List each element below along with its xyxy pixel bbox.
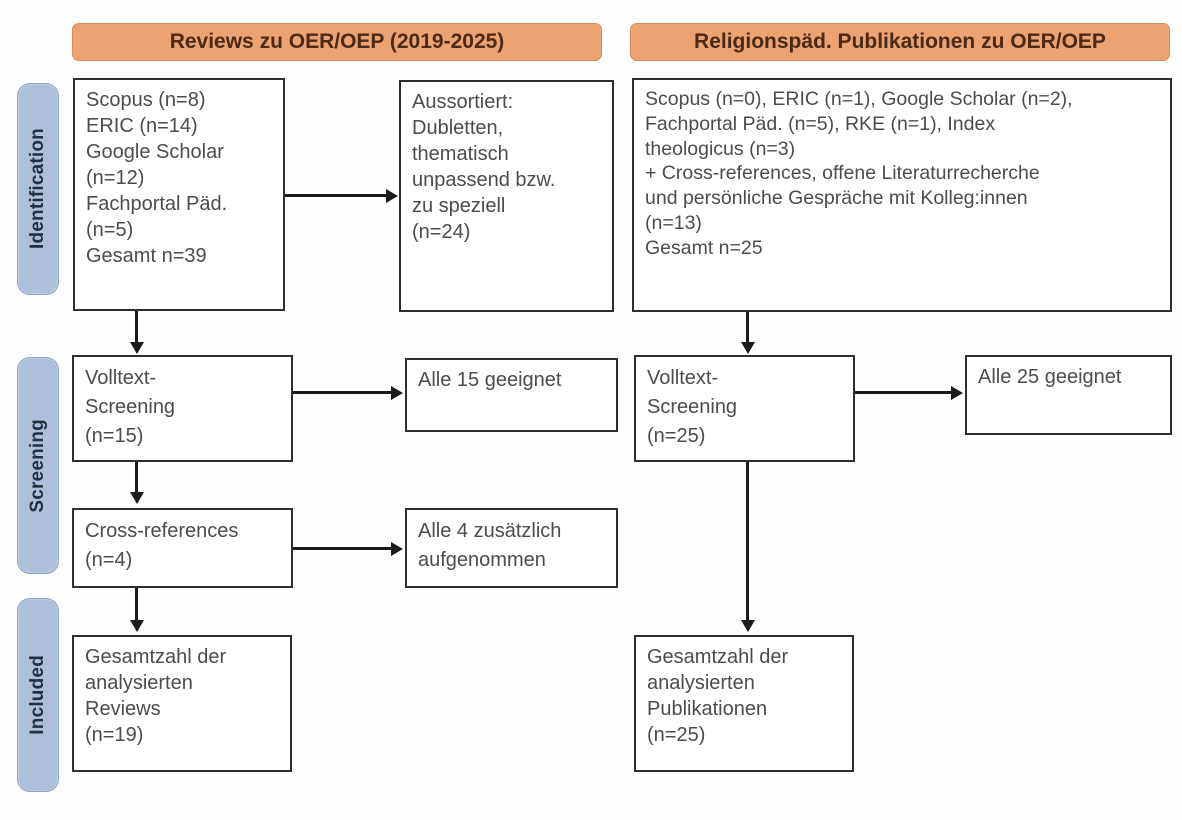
box-left-included-total: Gesamtzahl der analysierten Reviews (n=1… <box>72 635 292 772</box>
column-header-publications: Religionspäd. Publikationen zu OER/OEP <box>630 23 1170 61</box>
box-left-cross-references-result-text: Alle 4 zusätzlich aufgenommen <box>418 520 562 571</box>
box-left-cross-references: Cross-references (n=4) <box>72 508 293 588</box>
arrowhead-left-crossref-to-included <box>130 620 144 632</box>
column-header-publications-text: Religionspäd. Publikationen zu OER/OEP <box>694 30 1106 53</box>
connector-left-fulltext-to-result <box>293 391 392 394</box>
box-left-excluded-text: Aussortiert: Dubletten, thematisch unpas… <box>412 91 556 243</box>
box-left-identification-sources: Scopus (n=8) ERIC (n=14) Google Scholar … <box>73 78 285 311</box>
stage-label-included-text: Included <box>27 655 48 735</box>
box-right-identification-sources: Scopus (n=0), ERIC (n=1), Google Scholar… <box>632 78 1172 312</box>
arrowhead-right-fulltext-to-result <box>951 386 963 400</box>
box-right-fulltext-result-text: Alle 25 geeignet <box>978 366 1122 388</box>
connector-right-sources-to-fulltext <box>746 312 749 344</box>
box-right-fulltext-screening-text: Volltext- Screening (n=25) <box>647 367 738 447</box>
box-right-fulltext-result: Alle 25 geeignet <box>965 355 1172 435</box>
connector-left-crossref-to-included <box>135 588 138 622</box>
column-header-reviews: Reviews zu OER/OEP (2019-2025) <box>72 23 602 61</box>
connector-left-crossref-to-result <box>293 547 392 550</box>
stage-label-included: Included <box>17 598 59 792</box>
stage-label-identification-text: Identification <box>27 128 48 250</box>
box-left-fulltext-result-text: Alle 15 geeignet <box>418 369 562 391</box>
arrowhead-left-fulltext-to-result <box>391 386 403 400</box>
stage-label-identification: Identification <box>17 83 59 295</box>
box-left-fulltext-result: Alle 15 geeignet <box>405 358 618 432</box>
arrowhead-left-sources-to-fulltext <box>130 342 144 354</box>
column-header-reviews-text: Reviews zu OER/OEP (2019-2025) <box>169 30 505 53</box>
arrowhead-right-fulltext-to-included <box>741 620 755 632</box>
arrowhead-left-sources-to-excluded <box>386 189 398 203</box>
box-right-fulltext-screening: Volltext- Screening (n=25) <box>634 355 855 462</box>
arrowhead-right-sources-to-fulltext <box>741 342 755 354</box>
stage-label-screening-text: Screening <box>27 418 48 513</box>
box-left-fulltext-screening-text: Volltext- Screening (n=15) <box>85 367 176 447</box>
box-right-included-total: Gesamtzahl der analysierten Publikatione… <box>634 635 854 772</box>
connector-left-fulltext-to-crossref <box>135 462 138 494</box>
arrowhead-left-crossref-to-result <box>391 542 403 556</box>
connector-right-fulltext-to-included <box>746 462 749 622</box>
box-left-cross-references-text: Cross-references (n=4) <box>85 520 239 571</box>
box-right-identification-sources-text: Scopus (n=0), ERIC (n=1), Google Scholar… <box>645 88 1073 259</box>
arrowhead-left-fulltext-to-crossref <box>130 492 144 504</box>
connector-right-fulltext-to-result <box>855 391 952 394</box>
box-left-fulltext-screening: Volltext- Screening (n=15) <box>72 355 293 462</box>
connector-left-sources-to-excluded <box>285 194 387 197</box>
stage-label-screening: Screening <box>17 357 59 574</box>
box-left-cross-references-result: Alle 4 zusätzlich aufgenommen <box>405 508 618 588</box>
box-right-included-total-text: Gesamtzahl der analysierten Publikatione… <box>647 646 789 746</box>
box-left-included-total-text: Gesamtzahl der analysierten Reviews (n=1… <box>85 646 227 746</box>
box-left-identification-sources-text: Scopus (n=8) ERIC (n=14) Google Scholar … <box>86 89 228 267</box>
connector-left-sources-to-fulltext <box>135 311 138 344</box>
box-left-excluded: Aussortiert: Dubletten, thematisch unpas… <box>399 80 614 312</box>
